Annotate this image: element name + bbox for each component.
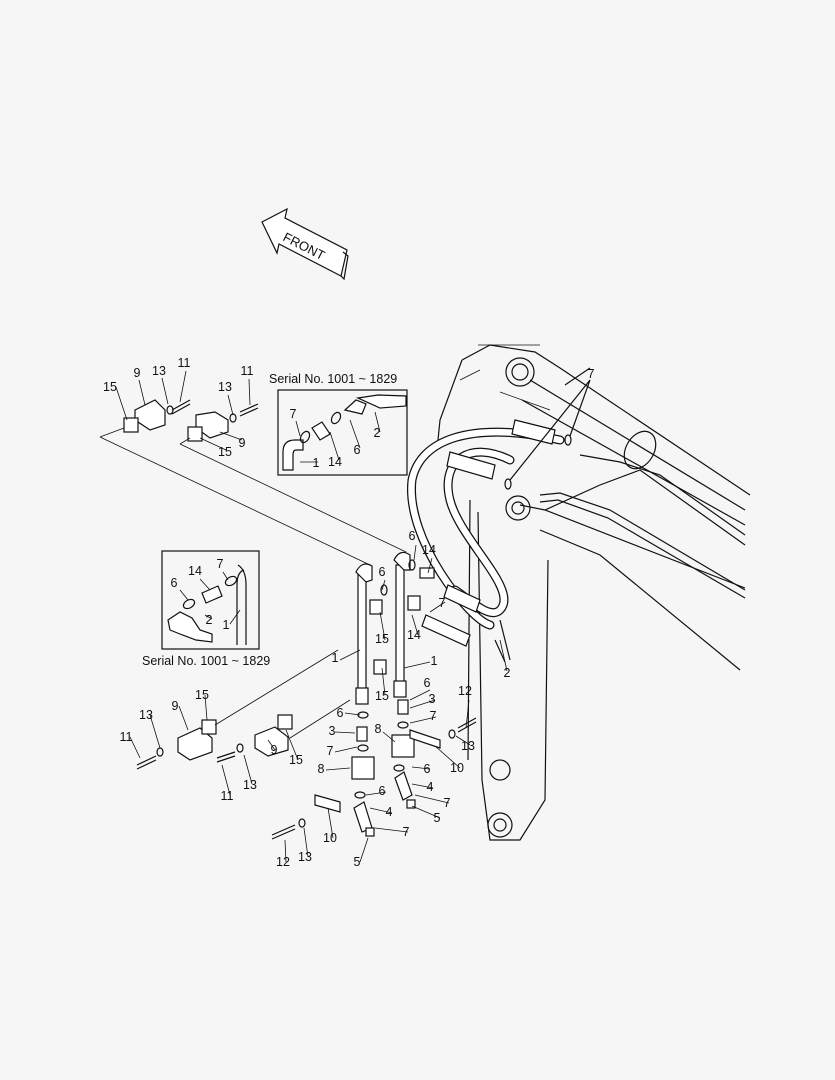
steel-pipes	[355, 551, 435, 705]
callout-label: 1	[332, 651, 339, 665]
callout-label: 5	[354, 855, 361, 869]
callout-label: 15	[375, 689, 389, 703]
callout-label: 8	[318, 762, 325, 776]
callout-label: 6	[379, 565, 386, 579]
callout-label: 13	[218, 380, 232, 394]
callout-label: 8	[375, 722, 382, 736]
inset-top-caption: Serial No. 1001 ~ 1829	[269, 372, 397, 386]
callout-label: 15	[195, 688, 209, 702]
callout-label: 15	[375, 632, 389, 646]
callout-label: 13	[152, 364, 166, 378]
callout-label: 7	[290, 407, 297, 421]
callout-label: 14	[422, 543, 436, 557]
callout-label: 7	[588, 367, 595, 381]
callout-label: 14	[407, 628, 421, 642]
callout-label: 1	[223, 618, 230, 632]
callout-label: 14	[328, 455, 342, 469]
callout-label: 6	[424, 762, 431, 776]
callout-label: 3	[429, 692, 436, 706]
callout-label: 9	[239, 436, 246, 450]
callout-label: 1	[313, 456, 320, 470]
callout-label: 10	[450, 761, 464, 775]
callout-label: 5	[434, 811, 441, 825]
callout-label: 12	[458, 684, 472, 698]
callout-label: 6	[409, 529, 416, 543]
callout-label: 6	[354, 443, 361, 457]
callout-label: 13	[461, 739, 475, 753]
callout-label: 7	[217, 557, 224, 571]
callout-label: 7	[403, 825, 410, 839]
lower-fittings	[314, 699, 441, 837]
callout-label: 2	[206, 613, 213, 627]
callout-label: 6	[379, 784, 386, 798]
callout-label: 11	[178, 356, 191, 370]
callout-label: 15	[103, 380, 117, 394]
callout-label: 3	[329, 724, 336, 738]
callout-label: 4	[427, 780, 434, 794]
hoses	[407, 379, 591, 663]
callout-label: 6	[171, 576, 178, 590]
callout-label: 9	[271, 743, 278, 757]
callout-label: 9	[172, 699, 179, 713]
leader-lines	[99, 370, 508, 863]
callout-label: 10	[323, 831, 337, 845]
callout-label: 11	[221, 789, 234, 803]
callout-label: 7	[430, 709, 437, 723]
callout-label: 13	[243, 778, 257, 792]
callout-label: 2	[374, 426, 381, 440]
callout-label: 11	[120, 730, 133, 744]
callout-label: 7	[444, 796, 451, 810]
callout-label: 7	[327, 744, 334, 758]
callout-label: 13	[139, 708, 153, 722]
callout-label: 9	[134, 366, 141, 380]
callout-label: 15	[289, 753, 303, 767]
callout-label: 6	[424, 676, 431, 690]
clamp-set-bottom	[136, 714, 477, 840]
clamp-set-top	[123, 399, 259, 442]
callout-label: 7	[439, 596, 446, 610]
inset-top: Serial No. 1001 ~ 1829	[269, 372, 408, 476]
callout-label: 1	[431, 654, 438, 668]
callout-label: 14	[188, 564, 202, 578]
callout-label: 13	[298, 850, 312, 864]
callout-label: 4	[386, 805, 393, 819]
inset-left: Serial No. 1001 ~ 1829	[142, 550, 270, 668]
callout-label: 12	[276, 855, 290, 869]
boom-structure	[437, 344, 751, 841]
callout-label: 6	[337, 706, 344, 720]
callout-label: 15	[218, 445, 232, 459]
callout-label: 11	[241, 364, 254, 378]
inset-left-caption: Serial No. 1001 ~ 1829	[142, 654, 270, 668]
front-arrow: FRONT	[261, 207, 349, 281]
callout-label: 2	[504, 666, 511, 680]
